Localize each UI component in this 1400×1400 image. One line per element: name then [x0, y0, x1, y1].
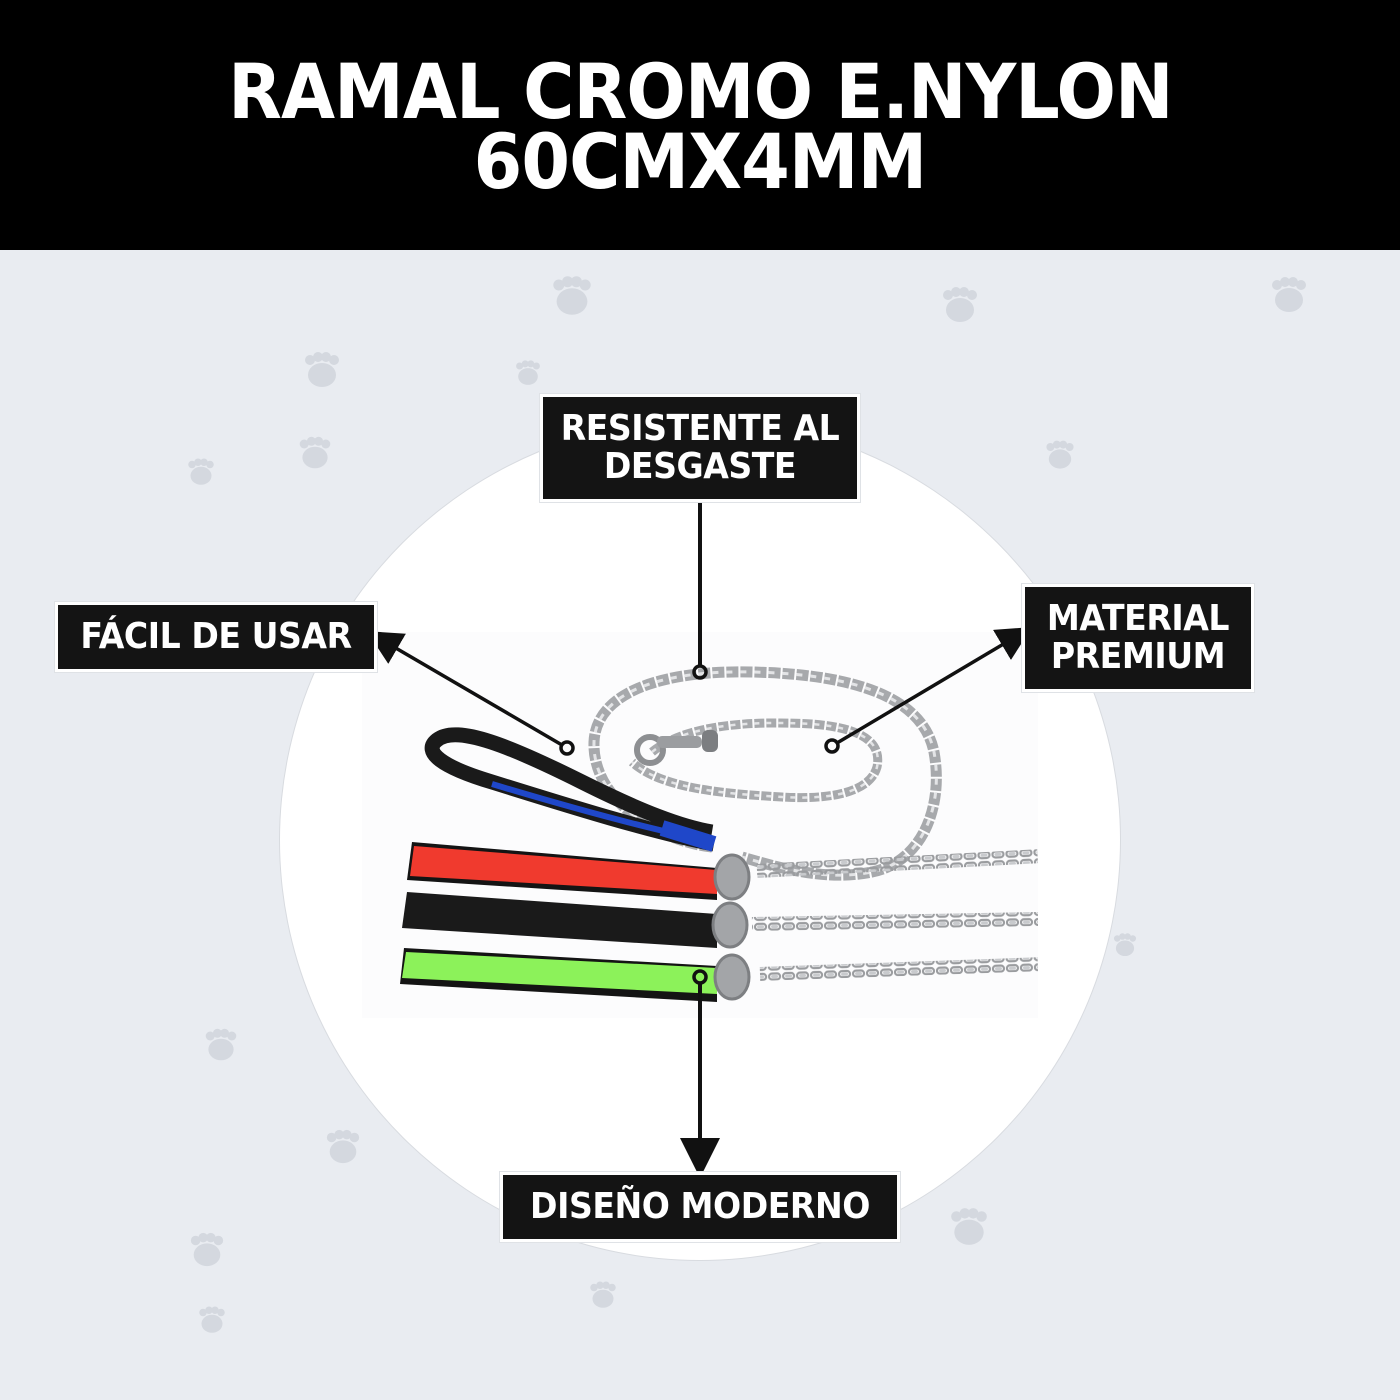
- callout-right-line2: PREMIUM: [1050, 636, 1226, 677]
- title-line-1: RAMAL CROMO E.NYLON: [227, 47, 1173, 136]
- handle-red: [407, 842, 751, 901]
- paw-print-icon: [1112, 932, 1138, 958]
- paw-print-icon: [588, 1280, 618, 1310]
- title-line-2: 60CMX4MM: [473, 117, 927, 206]
- callout-material-premium: MATERIAL PREMIUM: [1021, 583, 1255, 693]
- callout-left-line1: FÁCIL DE USAR: [80, 616, 352, 657]
- callout-facil-de-usar: FÁCIL DE USAR: [54, 601, 378, 673]
- product-image: [362, 632, 1038, 1018]
- paw-print-icon: [197, 1305, 227, 1335]
- callout-diseno-moderno: DISEÑO MODERNO: [499, 1171, 901, 1243]
- snap-hook: [634, 730, 718, 766]
- callout-resistente-al-desgaste: RESISTENTE AL DESGASTE: [539, 393, 861, 503]
- paw-print-icon: [203, 1027, 239, 1063]
- callout-right-line1: MATERIAL: [1046, 598, 1230, 639]
- callout-bottom-line1: DISEÑO MODERNO: [530, 1186, 870, 1227]
- paw-print-icon: [188, 1231, 226, 1269]
- handle-green: [400, 948, 751, 1002]
- paw-print-icon: [324, 1128, 362, 1166]
- callout-top-line2: DESGASTE: [603, 446, 797, 487]
- callout-top-line1: RESISTENTE AL: [560, 408, 840, 449]
- handle-black: [402, 892, 749, 949]
- paw-print-icon: [550, 274, 594, 318]
- paw-print-icon: [186, 457, 216, 487]
- leash-illustration: [400, 666, 1038, 1002]
- title-banner: RAMAL CROMO E.NYLON 60CMX4MM: [0, 0, 1400, 250]
- paw-print-icon: [940, 285, 980, 325]
- paw-print-icon: [1044, 439, 1076, 471]
- paw-print-icon: [514, 359, 542, 387]
- paw-print-icon: [1269, 275, 1309, 315]
- paw-print-icon: [297, 435, 333, 471]
- paw-print-icon: [302, 350, 342, 390]
- paw-print-icon: [948, 1206, 990, 1248]
